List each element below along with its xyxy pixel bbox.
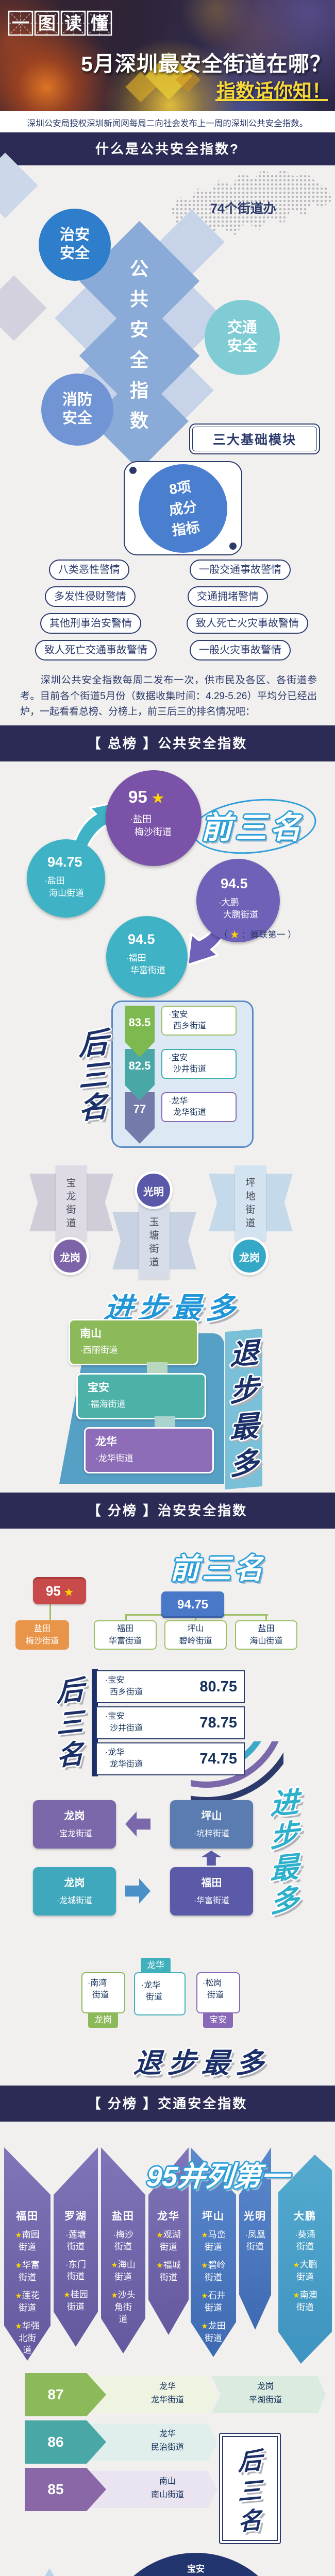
svg-text:图: 图 [38,14,56,33]
svg-text:读: 读 [64,14,82,33]
svg-text:懂: 懂 [91,14,108,33]
svg-text:一: 一 [12,14,29,33]
